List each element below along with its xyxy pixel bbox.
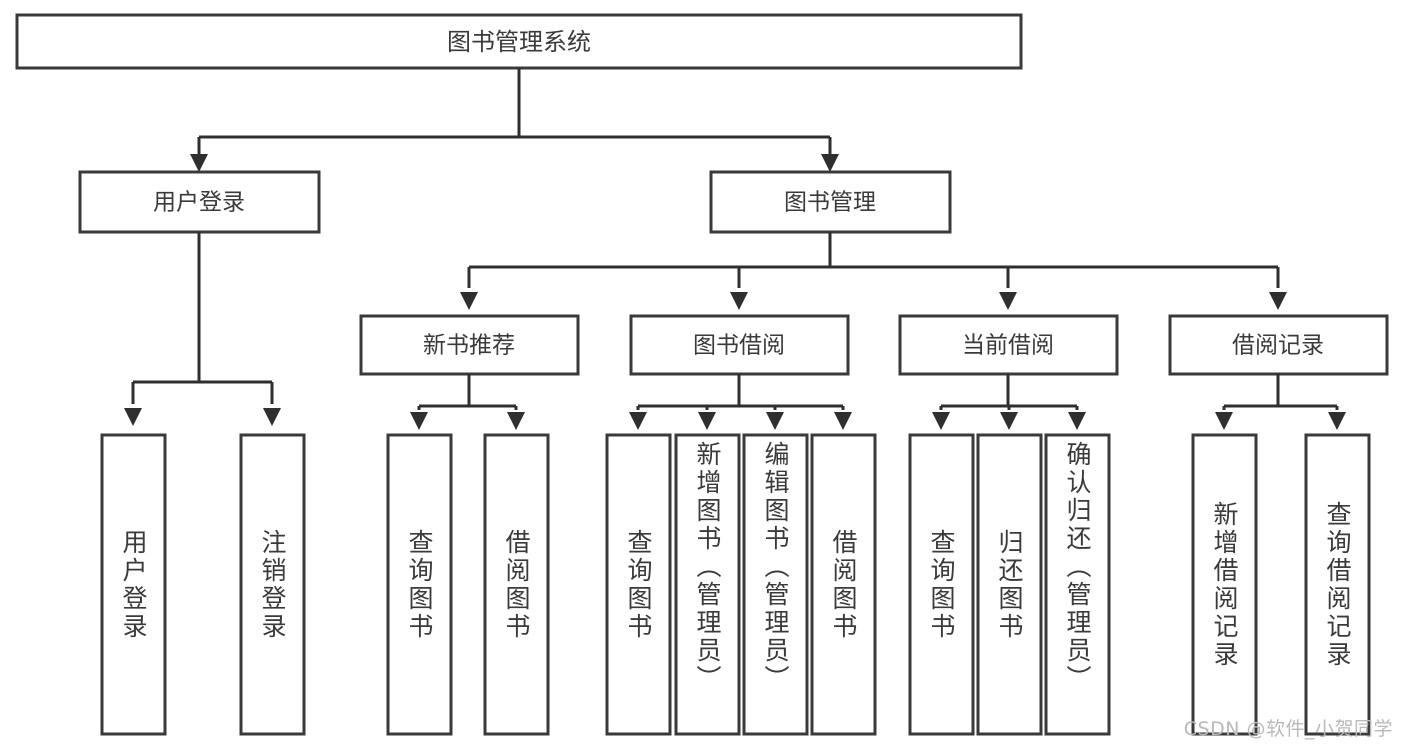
leaf-box-return-book[interactable] (976, 433, 1043, 736)
arrow-icon-to-user-login (190, 154, 208, 172)
arrow-icon-to-borrow-record (1269, 292, 1287, 310)
leaf-box-borrow-book-1[interactable] (483, 433, 550, 736)
node-user-login[interactable]: 用户登录 (78, 170, 321, 234)
node-borrow-record[interactable]: 借阅记录 (1168, 314, 1389, 376)
node-root[interactable]: 图书管理系统 (15, 13, 1023, 70)
leaf-box-add-book[interactable] (674, 433, 741, 736)
arrow-icon-to-leaf-add-record (1215, 412, 1233, 430)
leaf-box-query-book-3[interactable] (908, 433, 975, 736)
arrow-icon-to-leaf-query-book-1 (410, 412, 428, 430)
arrow-icon-to-leaf-confirm-return (1068, 412, 1086, 430)
leaf-box-query-record[interactable] (1304, 433, 1371, 736)
user-login-label: 用户登录 (153, 190, 245, 216)
arrow-icon-to-leaf-logout (263, 408, 281, 426)
borrow-record-label: 借阅记录 (1232, 333, 1324, 359)
root-box[interactable] (15, 13, 1023, 70)
root-label: 图书管理系统 (447, 28, 591, 56)
book-manage-box[interactable] (709, 170, 952, 234)
watermark-text: CSDN @软件_小贺同学 (1183, 718, 1393, 740)
new-book-recommend-box[interactable] (359, 314, 580, 376)
arrow-icon-to-current-borrow (999, 292, 1017, 310)
leaf-box-query-book-2[interactable] (605, 433, 672, 736)
leaf-box-edit-book[interactable] (742, 433, 809, 736)
arrow-icon-to-leaf-add-book (698, 412, 716, 430)
book-manage-label: 图书管理 (784, 190, 876, 216)
arrow-icon-to-leaf-query-record (1328, 412, 1346, 430)
leaf-box-user-login[interactable] (100, 433, 167, 736)
leaf-box-borrow-book-2[interactable] (810, 433, 877, 736)
current-borrow-box[interactable] (898, 314, 1119, 376)
arrow-icon-to-book-manage (821, 154, 839, 172)
arrow-icon-to-new-book-recommend (460, 292, 478, 310)
arrow-icon-to-leaf-query-book-2 (629, 412, 647, 430)
book-borrow-box[interactable] (629, 314, 850, 376)
new-book-recommend-label: 新书推荐 (423, 333, 515, 359)
arrow-icon-to-leaf-query-book-3 (932, 412, 950, 430)
leaf-box-logout[interactable] (239, 433, 306, 736)
node-current-borrow[interactable]: 当前借阅 (898, 314, 1119, 376)
arrow-icon-to-leaf-borrow-book-1 (507, 412, 525, 430)
leaf-box-add-record[interactable] (1191, 433, 1258, 736)
borrow-record-box[interactable] (1168, 314, 1389, 376)
book-borrow-label: 图书借阅 (693, 333, 785, 359)
node-book-borrow[interactable]: 图书借阅 (629, 314, 850, 376)
current-borrow-label: 当前借阅 (962, 333, 1054, 359)
arrow-icon-to-leaf-return-book (1000, 412, 1018, 430)
node-new-book-recommend[interactable]: 新书推荐 (359, 314, 580, 376)
leaf-box-confirm-return[interactable] (1044, 433, 1111, 736)
arrow-icon-to-leaf-edit-book (766, 412, 784, 430)
arrow-icon-to-leaf-borrow-book-2 (834, 412, 852, 430)
node-book-manage[interactable]: 图书管理 (709, 170, 952, 234)
arrow-icon-to-leaf-user-login (124, 408, 142, 426)
arrow-icon-to-book-borrow (730, 292, 748, 310)
leaf-box-query-book-1[interactable] (386, 433, 453, 736)
